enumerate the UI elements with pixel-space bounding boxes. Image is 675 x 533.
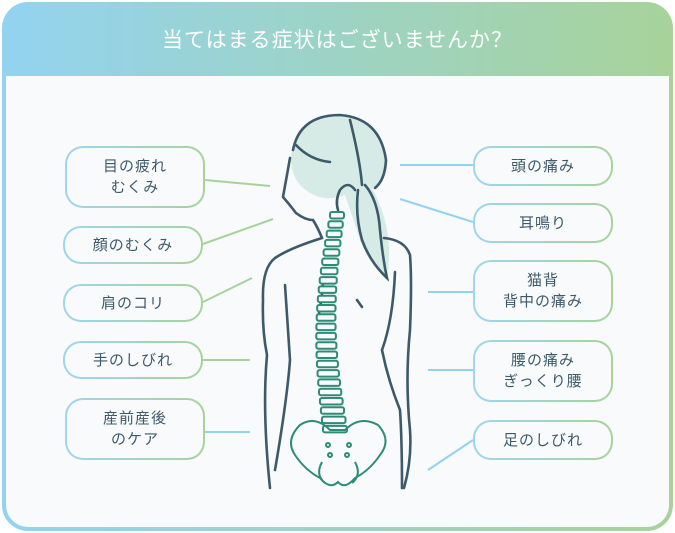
vertebra <box>319 266 339 276</box>
vertebra <box>315 313 337 322</box>
connector-lines <box>202 164 474 471</box>
symptom-hand-numbness[interactable]: 手のしびれ <box>63 341 203 379</box>
vertebra <box>315 359 339 369</box>
label: 目の疲れ <box>102 157 167 175</box>
symptom-lower-back-pain[interactable]: 腰の痛みぎっくり腰 <box>473 340 613 402</box>
vertebra <box>318 397 344 406</box>
vertebra <box>316 369 340 378</box>
label: 頭の痛み <box>510 156 575 175</box>
label: ぎっくり腰 <box>503 372 583 390</box>
symptom-face-swelling[interactable]: 顔のむくみ <box>63 226 203 264</box>
vertebra <box>324 238 342 248</box>
label: 腰の痛み <box>510 351 575 369</box>
vertebra <box>315 331 337 341</box>
vertebra <box>317 285 338 294</box>
vertebra <box>316 294 337 304</box>
vertebra <box>316 304 337 313</box>
label: 産前産後 <box>102 409 167 427</box>
symptom-headache[interactable]: 頭の痛み <box>473 146 613 186</box>
vertebra <box>318 387 343 397</box>
card-title: 当てはまる症状はございませんか？ <box>162 28 513 52</box>
symptom-stiff-shoulders[interactable]: 肩のコリ <box>63 284 203 322</box>
label: 耳鳴り <box>518 213 567 232</box>
label: 顔のむくみ <box>92 235 174 254</box>
vertebra <box>318 276 338 285</box>
label: 足のしびれ <box>502 430 583 449</box>
label: 猫背 <box>526 271 559 289</box>
vertebra <box>319 406 346 415</box>
vertebra <box>315 322 337 332</box>
spine-icon <box>315 211 348 434</box>
vertebra <box>315 341 338 350</box>
vertebra <box>322 248 341 257</box>
label: 肩のコリ <box>100 293 165 312</box>
vertebra <box>327 220 344 229</box>
pelvis-icon <box>290 420 387 487</box>
label: 手のしびれ <box>92 350 173 369</box>
vertebra <box>315 350 339 359</box>
symptom-prenatal-postnatal[interactable]: 産前産後のケア <box>65 398 205 460</box>
vertebra <box>325 229 343 239</box>
symptom-tinnitus[interactable]: 耳鳴り <box>473 203 613 243</box>
vertebra <box>320 415 347 425</box>
vertebra <box>321 257 340 266</box>
vertebra <box>317 378 342 387</box>
symptom-back-pain[interactable]: 猫背背中の痛み <box>473 260 613 322</box>
label: 背中の痛み <box>502 292 583 310</box>
symptom-leg-numbness[interactable]: 足のしびれ <box>473 420 613 460</box>
label: のケア <box>110 430 159 448</box>
symptom-eye-fatigue[interactable]: 目の疲れむくみ <box>65 146 205 208</box>
label: むくみ <box>110 178 160 196</box>
vertebra <box>329 211 345 220</box>
woman-back-figure <box>261 113 413 490</box>
